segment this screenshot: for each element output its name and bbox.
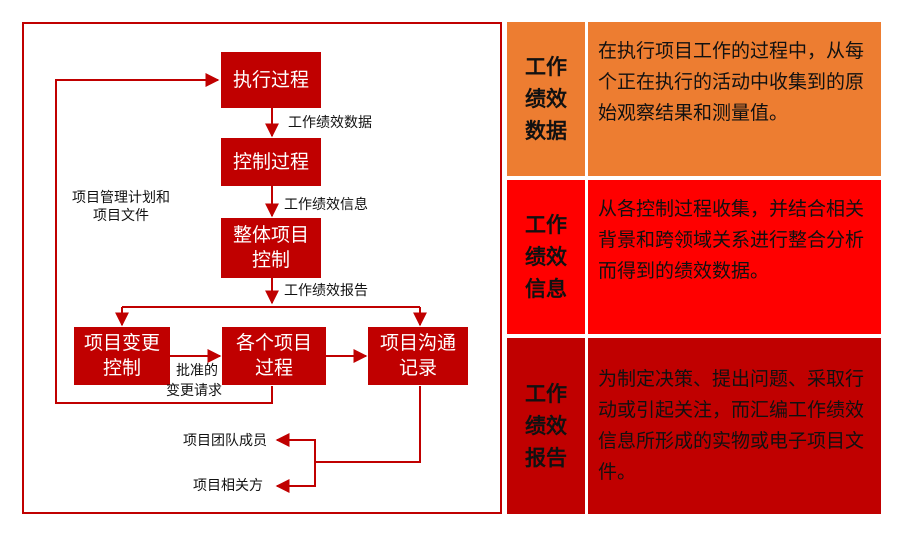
- box-each-process: 各个项目 过程: [222, 327, 326, 385]
- label-plan-and-docs: 项目管理计划和 项目文件: [72, 190, 170, 224]
- term-work-performance-report: 工作 绩效 报告: [507, 338, 585, 514]
- label-approved: 批准的: [176, 363, 218, 379]
- label-stakeholders: 项目相关方: [193, 478, 263, 494]
- label-work-performance-report: 工作绩效报告: [284, 283, 368, 299]
- comm-output-line: [315, 386, 421, 463]
- desc-work-performance-report: 为制定决策、提出问题、采取行动或引起关注，而汇编工作绩效信息所形成的实物或电子项…: [588, 338, 881, 514]
- desc-work-performance-data: 在执行项目工作的过程中，从每个正在执行的活动中收集到的原始观察结果和测量值。: [588, 22, 881, 176]
- term-work-performance-data: 工作 绩效 数据: [507, 22, 585, 176]
- arrow-to-team: [275, 433, 316, 462]
- label-work-performance-info: 工作绩效信息: [284, 197, 368, 213]
- label-work-performance-data: 工作绩效数据: [288, 115, 372, 131]
- box-control-process: 控制过程: [221, 138, 321, 186]
- label-team-members: 项目团队成员: [183, 433, 267, 449]
- box-change-control: 项目变更 控制: [74, 327, 170, 385]
- table-row-report: 工作 绩效 报告 为制定决策、提出问题、采取行动或引起关注，而汇编工作绩效信息所…: [507, 338, 881, 514]
- table-row-info: 工作 绩效 信息 从各控制过程收集，并结合相关背景和跨领域关系进行整合分析而得到…: [507, 180, 881, 334]
- box-integrated-control: 整体项目 控制: [221, 218, 321, 278]
- box-comm-record: 项目沟通 记录: [368, 327, 468, 385]
- box-execute-process: 执行过程: [221, 52, 321, 108]
- feedback-loop: [55, 73, 273, 404]
- label-change-request: 变更请求: [166, 383, 222, 399]
- arrow-to-stakeholders: [275, 462, 316, 493]
- table-row-data: 工作 绩效 数据 在执行项目工作的过程中，从每个正在执行的活动中收集到的原始观察…: [507, 22, 881, 176]
- desc-work-performance-info: 从各控制过程收集，并结合相关背景和跨领域关系进行整合分析而得到的绩效数据。: [588, 180, 881, 334]
- term-work-performance-info: 工作 绩效 信息: [507, 180, 585, 334]
